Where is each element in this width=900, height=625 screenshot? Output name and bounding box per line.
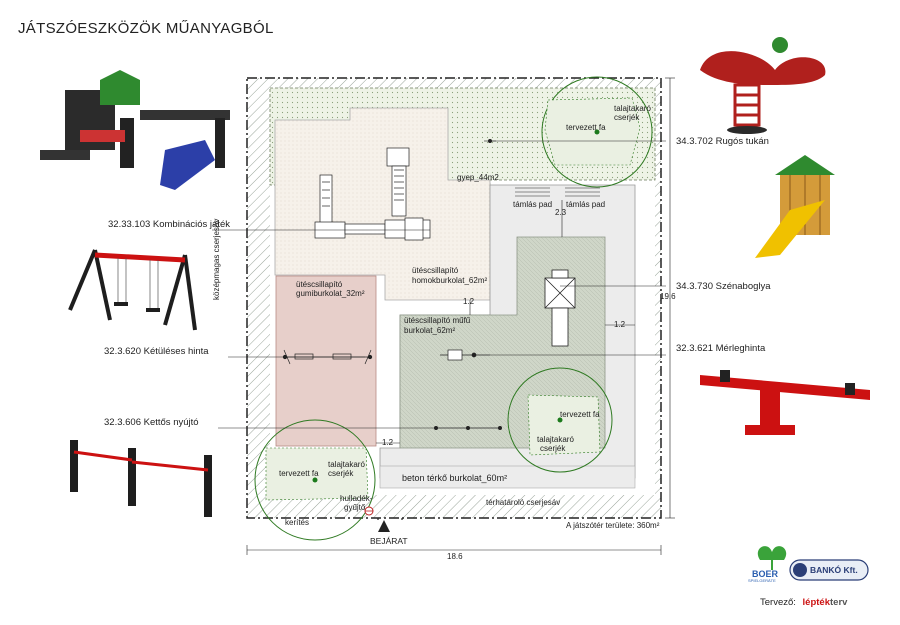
label-groundcover-1a: talajtakaró (614, 104, 651, 113)
tree-canopy-2 (507, 367, 613, 473)
leader-lines (212, 140, 666, 429)
rubber-surface (275, 275, 377, 447)
label-tree-1: tervezett fa (566, 123, 606, 132)
shrub-bed-1 (544, 97, 641, 166)
haystack-illustration (755, 155, 835, 258)
page-title: JÁTSZÓESZKÖZÖK MŰANYAGBÓL (18, 20, 274, 37)
label-bench-1: támlás pad (513, 200, 553, 209)
label-spring-toucan: 34.3.702 Rugós tukán (676, 136, 769, 147)
label-bin-1: hulladék- (340, 494, 373, 503)
label-tree-3: tervezett fa (279, 469, 319, 478)
dimension-lines (246, 77, 675, 555)
label-double-swing: 32.3.620 Kétüléses hinta (104, 346, 209, 357)
paving-strip (379, 465, 636, 489)
label-bench-2: támlás pad (566, 200, 606, 209)
shrub-bed-3 (265, 447, 369, 501)
label-seesaw: 32.3.621 Mérleghinta (676, 343, 766, 354)
tree-canopy-3 (254, 419, 376, 541)
label-paving: beton térkő burkolat_60m² (402, 473, 508, 483)
seesaw-illustration (700, 370, 870, 435)
bench-2 (565, 187, 600, 197)
boer-logo (757, 546, 787, 570)
label-rubber-1: ütéscsillapító (296, 280, 343, 289)
dim-19-6: 19.6 (660, 292, 676, 301)
banko-logo (789, 559, 869, 581)
dim-1-2-a: 1.2 (463, 297, 475, 306)
label-combo-game: 32.33.103 Kombinációs játék (108, 219, 230, 230)
label-bin-2: gyűjtő (344, 503, 366, 512)
swing-illustration (68, 249, 197, 331)
designer-name-2: terv (830, 597, 848, 608)
label-groundcover-3b: cserjék (328, 469, 354, 478)
label-groundcover-2a: talajtakaró (537, 435, 574, 444)
label-entrance: BEJÁRAT (370, 536, 408, 546)
label-rubber-2: gumiburkolat_32m² (296, 289, 365, 298)
label-artgrass-2: burkolat_62m² (404, 326, 456, 335)
dim-1-2-c: 1.2 (382, 438, 394, 447)
sand-surface (274, 107, 491, 301)
haystack-structure (544, 269, 576, 347)
double-bar-illustration (70, 440, 212, 517)
double-bar (433, 425, 502, 430)
label-double-bar: 32.3.606 Kettős nyújtó (104, 417, 199, 428)
swing-seats (114, 302, 160, 312)
label-grass: gyep_44m2 (457, 173, 499, 182)
banko-logo-text: BANKÓ Kft. (810, 565, 858, 575)
seesaw (440, 349, 490, 361)
dim-18-6: 18.6 (447, 552, 463, 561)
label-tree-2: tervezett fa (560, 410, 600, 419)
label-area: A játszótér területe: 360m² (566, 521, 660, 530)
entrance-arrow (378, 520, 390, 532)
designer-credit: Tervező: léptékterv (760, 597, 847, 608)
label-artgrass-1: ütéscsillapító műfű (404, 316, 471, 325)
tree-canopy-1 (541, 76, 653, 188)
designer-label: Tervező: (760, 597, 796, 608)
dim-2-3: 2.3 (555, 208, 567, 217)
bench-1 (515, 187, 550, 197)
combo-game-illustration (40, 70, 230, 190)
label-groundcover-3a: talajtakaró (328, 460, 365, 469)
dim-1-2-b: 1.2 (614, 320, 626, 329)
shrub-bed-2 (527, 394, 601, 456)
label-sand-2: homokburkolat_62m² (412, 276, 488, 285)
boer-logo-text: BOER (752, 569, 779, 579)
label-fence: kerítés (285, 518, 310, 527)
label-sand-1: ütéscsillapító (412, 266, 459, 275)
label-haystack: 34.3.730 Szénaboglya (676, 281, 771, 292)
spring-toucan-illustration (700, 37, 826, 134)
designer-name-1: lépték (802, 597, 831, 608)
boer-logo-subtext: SPIELGERÄTE (748, 578, 776, 583)
label-groundcover-2b: cserjék (540, 444, 566, 453)
label-groundcover-1b: cserjék (614, 113, 640, 122)
label-shrub-strip: középmagas cserjesáv (212, 218, 221, 300)
label-border-hedge: térhatároló cserjesáv (486, 498, 561, 507)
